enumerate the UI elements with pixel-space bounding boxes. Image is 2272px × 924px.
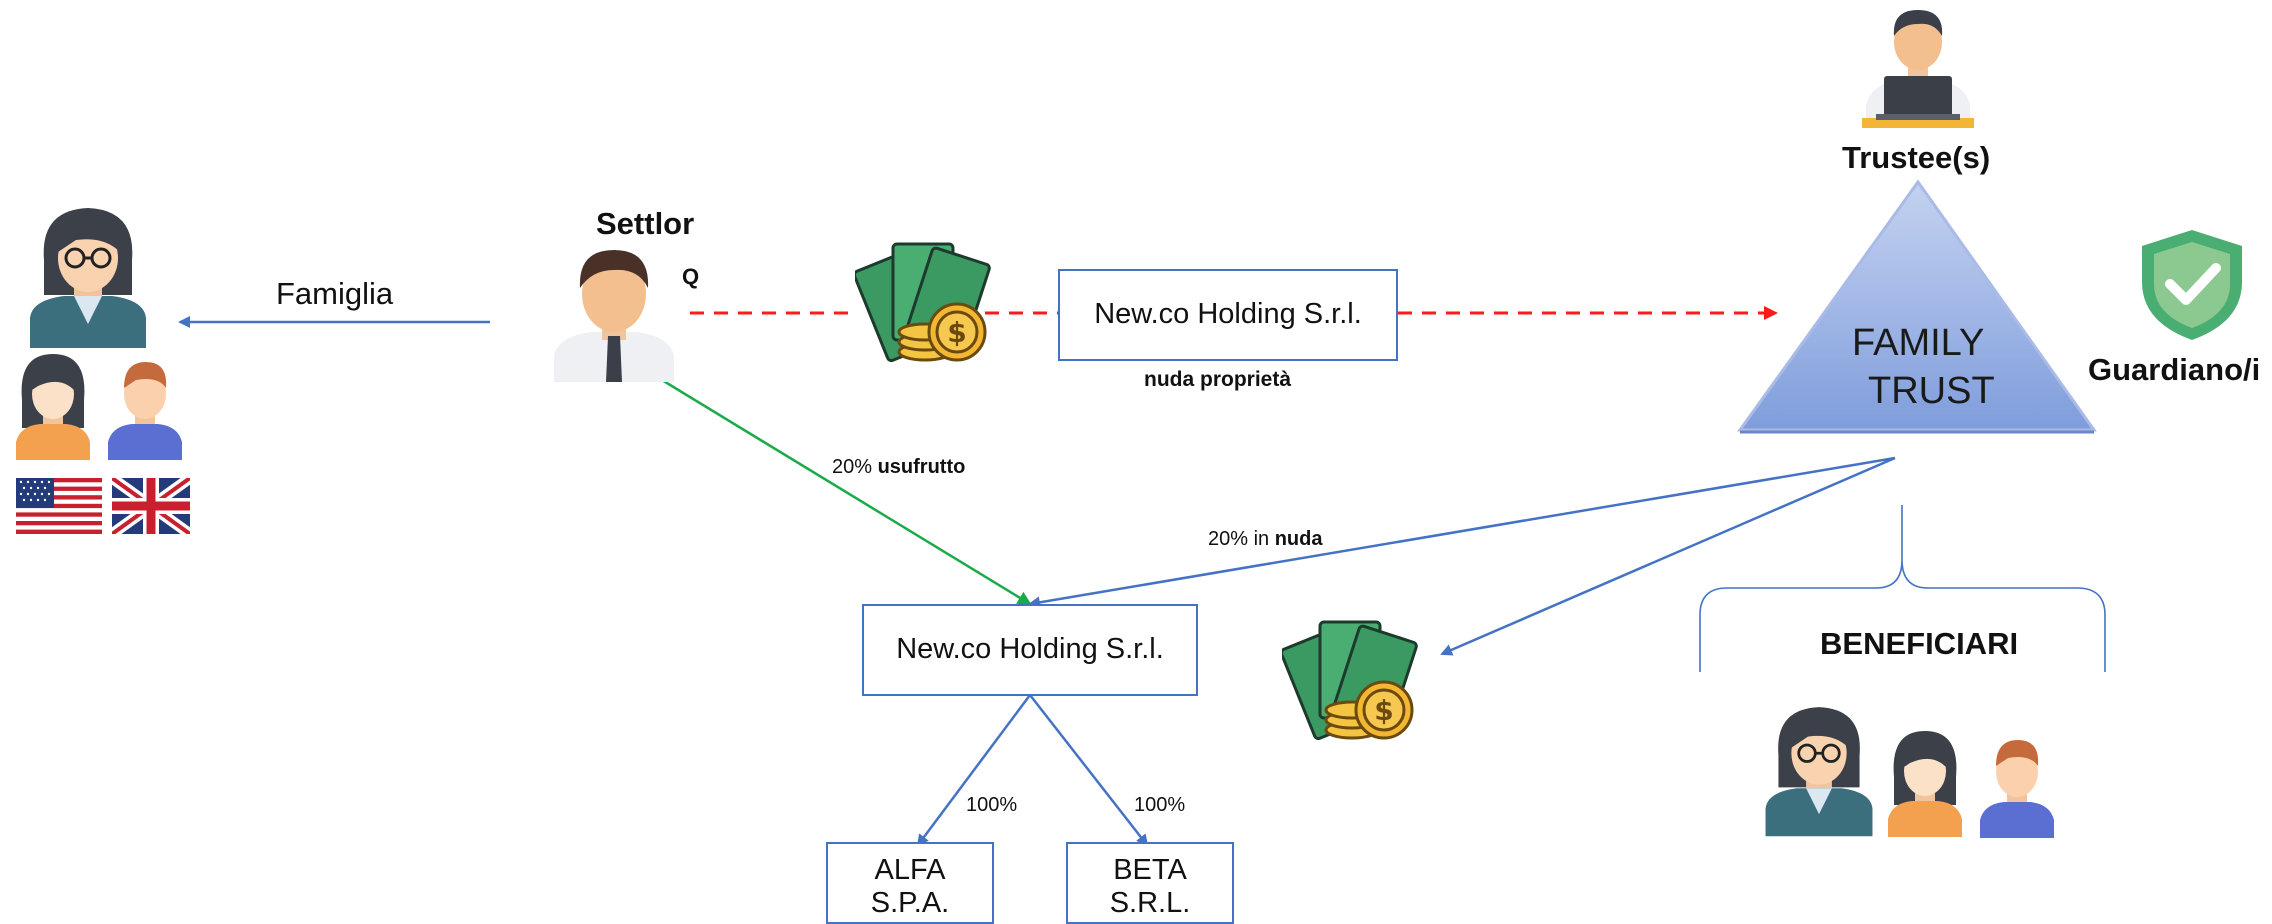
guardian-title: Guardiano/i [2088, 352, 2261, 387]
money-arrow [1440, 456, 1896, 656]
beta-line2: S.R.L. [1109, 887, 1191, 920]
holding-top-box[interactable]: New.co Holding S.r.l. [1058, 269, 1398, 361]
alfa-pct: 100% [966, 794, 1018, 816]
beta-arrow [1029, 694, 1149, 847]
alfa-line2: S.P.A. [870, 887, 950, 920]
usufrutto-label: 20% usufrutto [832, 456, 966, 478]
uk-flag-icon [112, 478, 190, 534]
money-icon: $ [855, 242, 991, 363]
settlor-badge: Q [682, 264, 700, 289]
svg-text:$: $ [1374, 694, 1393, 727]
settlor-icon [554, 250, 674, 382]
money-icon: $ [1282, 620, 1418, 741]
shield-icon [2142, 230, 2242, 340]
trust-line2: TRUST [1868, 370, 1995, 412]
holding-main-box[interactable]: New.co Holding S.r.l. [862, 604, 1198, 696]
girl-icon [1888, 731, 1962, 837]
beta-line1: BETA [1113, 854, 1187, 886]
famiglia-label: Famiglia [276, 276, 394, 311]
boy-icon [108, 362, 182, 460]
trust-line1: FAMILY [1852, 322, 1985, 364]
nuda-proprieta-caption: nuda proprietà [1144, 368, 1292, 391]
beneficiari-title: BENEFICIARI [1820, 626, 2019, 661]
woman-glasses-icon [1765, 707, 1873, 837]
alfa-line1: ALFA [874, 854, 946, 886]
holding-main-label: New.co Holding S.r.l. [896, 633, 1164, 666]
holding-top-label: New.co Holding S.r.l. [1094, 298, 1362, 331]
alfa-arrow [916, 694, 1032, 847]
girl-icon [16, 354, 90, 460]
trustee-icon [1862, 10, 1974, 128]
beneficiari-brace [1699, 505, 2106, 672]
alfa-box[interactable]: ALFA S.P.A. [826, 842, 994, 924]
trust-triangle [1737, 179, 2097, 432]
boy-icon [1980, 740, 2054, 838]
settlor-title: Settlor [596, 206, 695, 241]
beta-pct: 100% [1134, 794, 1186, 816]
svg-text:$: $ [947, 316, 966, 349]
nuda-arrow [1028, 456, 1896, 609]
beta-box[interactable]: BETA S.R.L. [1066, 842, 1234, 924]
woman-glasses-icon [30, 208, 146, 348]
trustee-title: Trustee(s) [1842, 140, 1991, 175]
usufrutto-arrow [661, 378, 1032, 606]
us-flag-icon [16, 478, 102, 534]
nuda-label: 20% in nuda [1208, 528, 1323, 550]
